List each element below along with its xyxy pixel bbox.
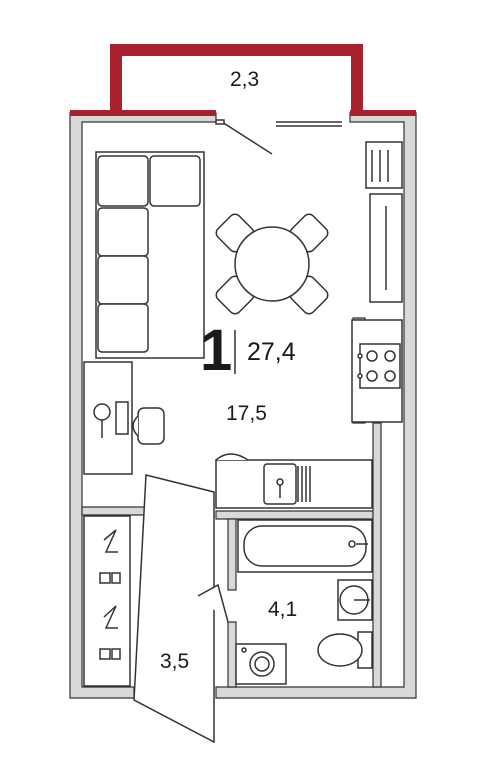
washbasin bbox=[337, 579, 373, 621]
fridge bbox=[365, 141, 403, 189]
rooms-count-label: 1 bbox=[200, 318, 233, 383]
toilet bbox=[317, 631, 373, 669]
wardrobe bbox=[83, 515, 131, 687]
bathroom-area-label: 4,1 bbox=[268, 598, 298, 621]
living-area-label: 17,5 bbox=[226, 402, 267, 425]
balcony-door bbox=[215, 119, 342, 155]
balcony-area-label: 2,3 bbox=[230, 68, 260, 91]
kitchen-sink-counter bbox=[215, 453, 373, 509]
dining-table bbox=[215, 213, 329, 315]
washing-machine bbox=[235, 643, 287, 685]
sofa bbox=[95, 151, 205, 359]
walls bbox=[69, 112, 417, 699]
balcony bbox=[70, 44, 416, 116]
desk bbox=[83, 361, 165, 475]
kitchen-worktop bbox=[369, 193, 403, 303]
bathtub bbox=[237, 519, 373, 573]
entrance-door bbox=[133, 474, 229, 744]
hallway-area-label: 3,5 bbox=[160, 650, 190, 673]
total-area-label: 27,4 bbox=[247, 338, 296, 366]
cooktop bbox=[351, 319, 403, 423]
